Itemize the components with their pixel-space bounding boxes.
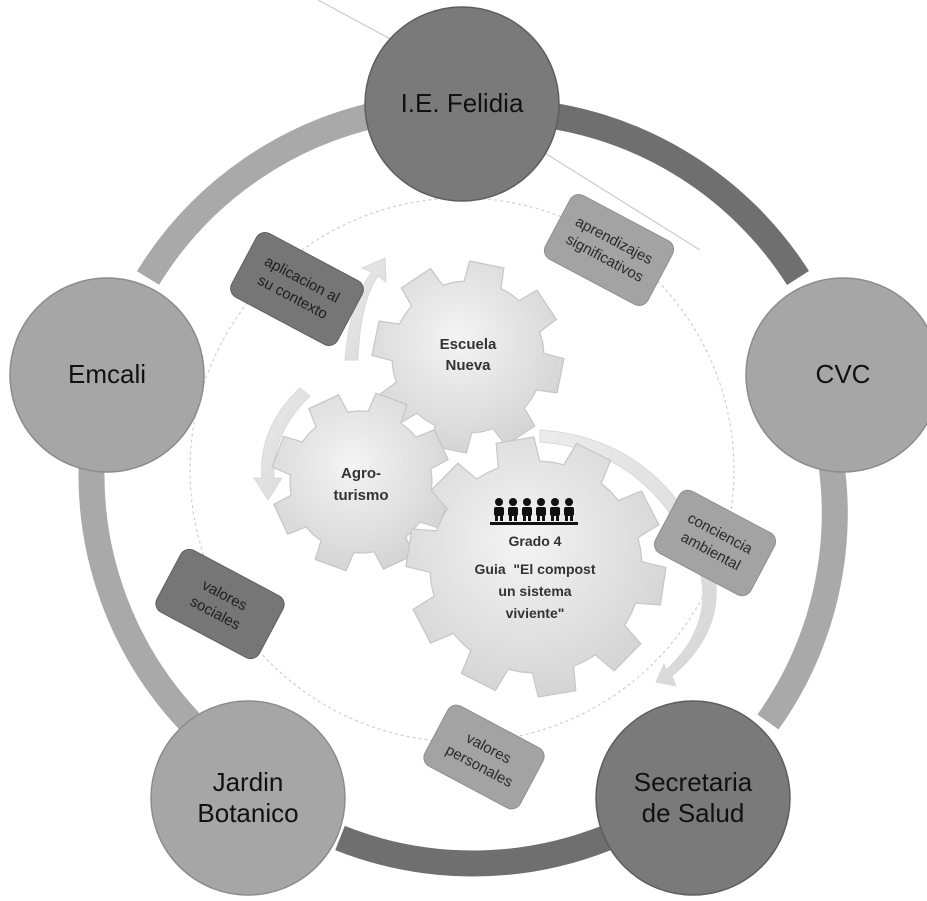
ring-segment-salud-jardin bbox=[335, 825, 611, 877]
gear-escuela-shape bbox=[371, 260, 565, 454]
ring-segment-cvc-salud bbox=[757, 452, 848, 730]
label-sociales-box bbox=[155, 548, 285, 660]
arrow-top-left bbox=[344, 257, 387, 361]
cycle-arrows bbox=[253, 257, 717, 687]
node-cvc: CVC bbox=[745, 277, 927, 473]
gear-guia-line-4: viviente" bbox=[506, 605, 565, 621]
node-felidia-label: I.E. Felidia bbox=[401, 88, 524, 118]
node-jardin: Jardin Botanico bbox=[150, 700, 346, 896]
label-aplicacion-box bbox=[230, 232, 364, 346]
label-aprendizajes: aprendizajes significativos bbox=[543, 194, 675, 306]
node-felidia-circle bbox=[364, 6, 560, 202]
label-aprendizajes-box bbox=[543, 194, 675, 306]
gear-guia-line-3: un sistema bbox=[498, 583, 571, 599]
label-aplicacion: aplicacion al su contexto bbox=[230, 232, 364, 346]
children-group-icon bbox=[490, 498, 578, 525]
label-personales: valores personales bbox=[423, 704, 545, 810]
gear-guia: Grado 4 Guia "El compost un sistema vivi… bbox=[405, 436, 667, 698]
gear-escuela-nueva: Escuela Nueva bbox=[371, 260, 565, 454]
gear-escuela-line-2: Nueva bbox=[445, 357, 491, 374]
ring-segment-felidia-cvc bbox=[519, 99, 809, 285]
node-jardin-line-1: Jardin bbox=[213, 767, 284, 797]
node-cvc-circle bbox=[745, 277, 927, 473]
outer-ring bbox=[78, 99, 848, 877]
label-personales-box bbox=[423, 704, 545, 810]
gear-escuela-line-1: Escuela bbox=[440, 336, 497, 353]
gear-guia-line-1: Grado 4 bbox=[509, 533, 562, 549]
node-felidia: I.E. Felidia bbox=[364, 6, 560, 202]
node-salud-line-1: Secretaria bbox=[634, 767, 753, 797]
label-conciencia-box bbox=[653, 489, 777, 597]
node-jardin-line-2: Botanico bbox=[197, 798, 298, 828]
gear-guia-line-2: Guia "El compost bbox=[475, 561, 596, 577]
gear-agro-line-2: turismo bbox=[333, 487, 388, 504]
arrow-right bbox=[539, 429, 717, 687]
node-salud-circle bbox=[595, 700, 791, 896]
gear-agroturismo: Agro- turismo bbox=[271, 392, 451, 572]
node-salud-line-2: de Salud bbox=[642, 798, 745, 828]
gear-guia-shape bbox=[405, 436, 667, 698]
node-emcali: Emcali bbox=[9, 277, 205, 473]
node-jardin-circle bbox=[150, 700, 346, 896]
ring-segment-jardin-emcali bbox=[78, 454, 200, 731]
node-emcali-circle bbox=[9, 277, 205, 473]
label-sociales: valores sociales bbox=[155, 548, 285, 660]
arrow-left bbox=[253, 387, 311, 501]
node-salud: Secretaria de Salud bbox=[595, 700, 791, 896]
ring-segment-emcali-felidia bbox=[136, 99, 393, 285]
decor-line-right bbox=[539, 149, 701, 251]
node-cvc-label: CVC bbox=[816, 359, 871, 389]
gear-agro-line-1: Agro- bbox=[341, 465, 381, 482]
node-emcali-label: Emcali bbox=[68, 359, 146, 389]
